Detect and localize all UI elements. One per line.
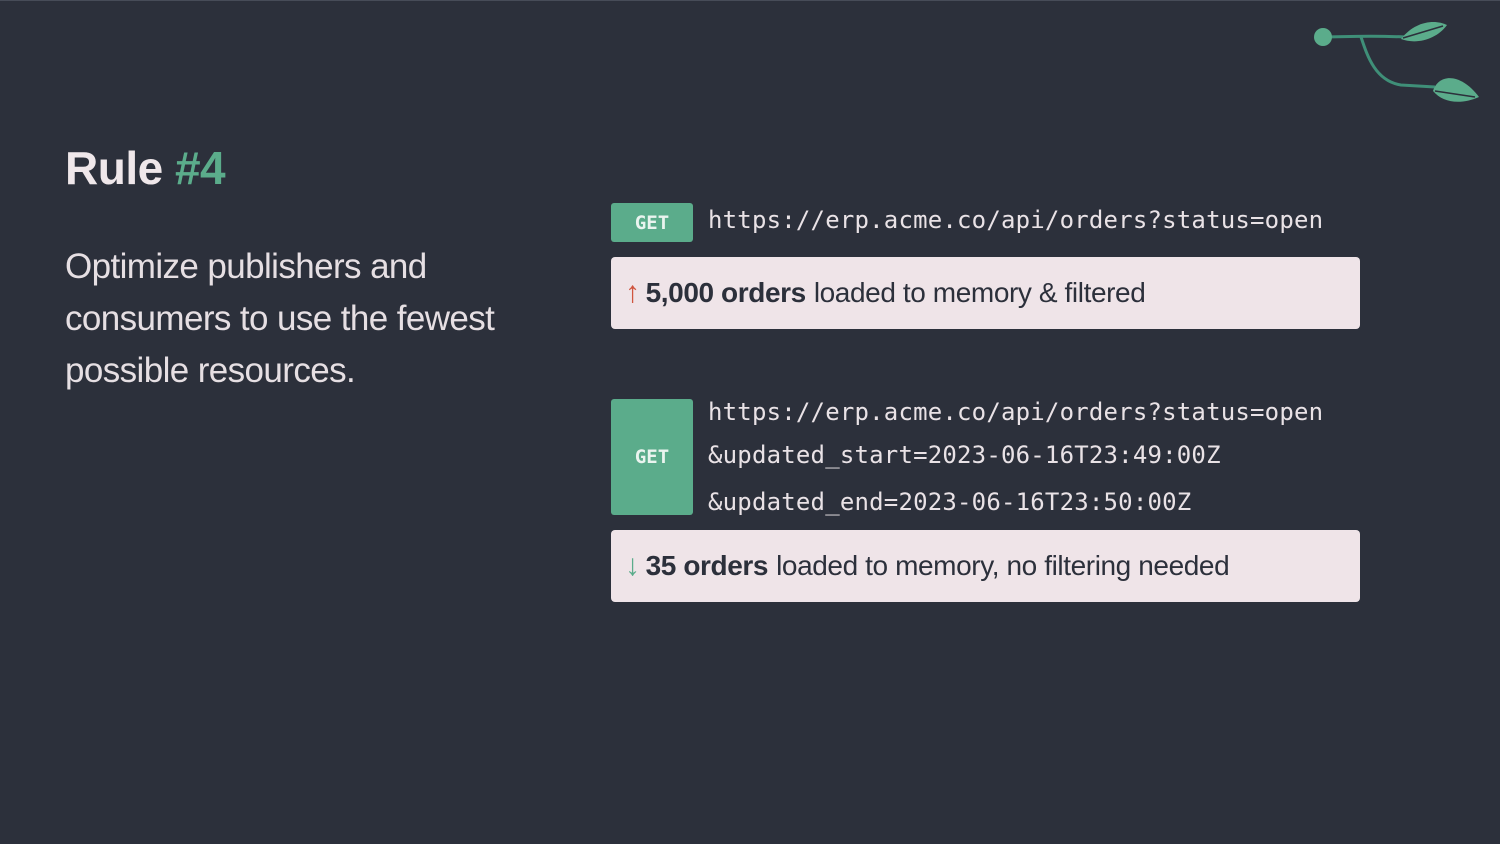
branch-leaves-icon	[1314, 21, 1479, 102]
title-prefix: Rule	[65, 142, 163, 194]
method-badge-2: GET	[611, 399, 693, 515]
request-url-2-line-2: &updated_start=2023-06-16T23:49:00Z	[708, 441, 1221, 469]
subtitle: Optimize publishers and consumers to use…	[65, 247, 495, 390]
request-url-2-line-1: https://erp.acme.co/api/orders?status=op…	[708, 398, 1324, 426]
page-title: Rule #4	[65, 141, 226, 196]
request-url-2-line-3: &updated_end=2023-06-16T23:50:00Z	[708, 488, 1192, 516]
result-count-1: 5,000 orders	[645, 277, 807, 308]
result-text-2: loaded to memory, no filtering needed	[776, 550, 1230, 581]
result-count-2: 35 orders	[645, 550, 769, 581]
result-text-1: loaded to memory & filtered	[813, 277, 1146, 308]
result-box-1: ↑ 5,000 orders loaded to memory & filter…	[611, 257, 1360, 329]
result-box-2: ↓ 35 orders loaded to memory, no filteri…	[611, 530, 1360, 602]
title-number: #4	[174, 142, 226, 194]
method-badge-1: GET	[611, 203, 693, 242]
request-url-1: https://erp.acme.co/api/orders?status=op…	[708, 206, 1324, 234]
arrow-up-icon: ↑	[625, 276, 640, 309]
arrow-down-icon: ↓	[625, 549, 640, 582]
